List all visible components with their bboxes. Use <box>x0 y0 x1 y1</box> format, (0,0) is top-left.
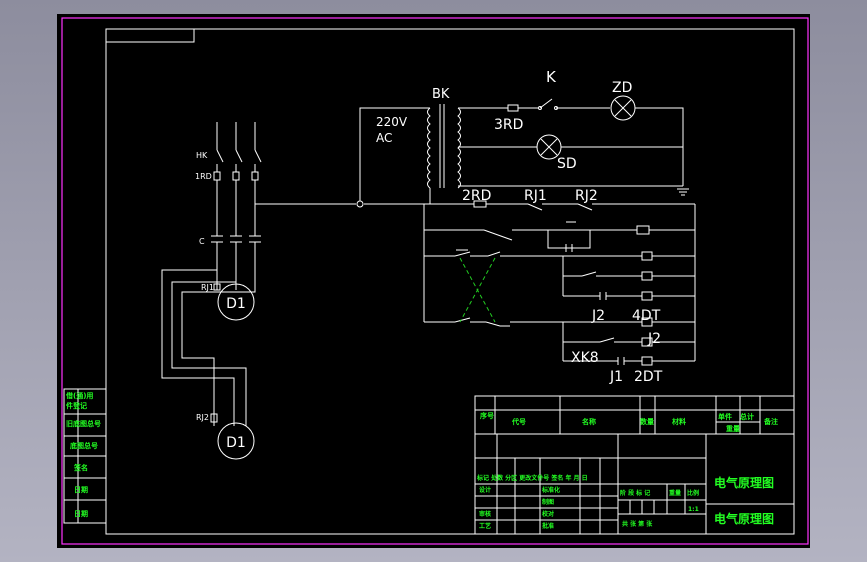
zd-label: ZD <box>612 80 632 96</box>
c-label: C <box>199 237 205 246</box>
tb-col-name: 名称 <box>582 417 596 426</box>
power-circuit <box>161 122 356 426</box>
220v-label: 220V <box>376 115 408 129</box>
tb-col-total: 总计 <box>740 412 754 421</box>
4dt-label: 4DT <box>632 308 661 324</box>
motor-d1-top <box>217 283 255 321</box>
j2-label-a: J2 <box>591 308 605 324</box>
rj2-element <box>210 413 218 423</box>
3rd-label: 3RD <box>494 117 523 133</box>
side-row4: 签名 <box>73 463 88 472</box>
motor-d1-top-label: D1 <box>226 296 246 312</box>
side-row5: 日期 <box>74 485 88 494</box>
drawing-title-1: 电气原理图 <box>714 475 774 490</box>
motor-d1-bottom-label: D1 <box>226 435 246 451</box>
tb-col-weight: 重量 <box>726 424 740 433</box>
interlock-dashed-lines <box>459 257 496 323</box>
bk-label: BK <box>432 87 450 102</box>
tb-stage: 阶 段 标 记 <box>620 489 650 497</box>
tb-proofread: 校对 <box>542 510 554 518</box>
tb-col-material: 材料 <box>671 417 686 426</box>
rj1-small-label: RJ1 <box>201 283 214 292</box>
tb-scale: 比例 <box>687 489 699 497</box>
code-box <box>106 29 195 43</box>
j2-label-b: J2 <box>647 331 661 347</box>
transformer-circuit <box>356 95 689 208</box>
model-space-background <box>57 14 810 548</box>
side-row2: 旧底图总号 <box>66 419 101 428</box>
tb-sheets: 共 张 第 张 <box>622 520 653 528</box>
rj2-small-label: RJ2 <box>196 413 209 422</box>
side-row1a: 借(通)用 <box>65 391 93 400</box>
side-row1b: 件登记 <box>66 401 87 410</box>
ac-label: AC <box>376 131 392 145</box>
tb-design: 设计 <box>479 486 491 494</box>
tb-col-code: 代号 <box>511 417 526 426</box>
rj1-label: RJ1 <box>524 188 547 204</box>
tb-col-remark: 备注 <box>763 417 778 426</box>
tb-check: 审核 <box>479 510 491 518</box>
tb-drafting: 制图 <box>542 498 554 506</box>
title-block-grid <box>474 395 795 535</box>
j1-label: J1 <box>609 369 623 385</box>
tb-scale-value: 1:1 <box>688 506 699 513</box>
2rd-label: 2RD <box>462 188 491 204</box>
sd-label: SD <box>557 156 577 172</box>
k-label: K <box>546 68 557 86</box>
hk-label: HK <box>196 151 208 160</box>
tb-process: 工艺 <box>479 522 491 530</box>
control-circuit <box>364 200 696 366</box>
rj2-label: RJ2 <box>575 188 598 204</box>
side-row6: 日期 <box>74 509 88 518</box>
tb-approve: 批准 <box>542 522 554 530</box>
tb-standard: 标准化 <box>541 486 560 494</box>
sheet-outer-frame <box>61 17 809 545</box>
tb-weight: 重量 <box>669 489 681 497</box>
2dt-label: 2DT <box>634 369 663 385</box>
tb-col-seq: 序号 <box>479 411 494 420</box>
tb-rev-row: 标记 处数 分区 更改文件号 签名 年 月 日 <box>476 474 588 482</box>
side-panel-grid <box>63 388 107 524</box>
tb-col-unit: 单件 <box>718 412 732 421</box>
motor-d1-bottom <box>217 422 255 460</box>
side-row3: 底图总号 <box>70 441 98 450</box>
tb-col-qty: 数量 <box>640 417 654 426</box>
1rd-label: 1RD <box>195 172 212 181</box>
drawing-border <box>105 28 795 535</box>
drawing-title-2: 电气原理图 <box>714 511 774 526</box>
xk8-label: XK8 <box>571 350 599 366</box>
